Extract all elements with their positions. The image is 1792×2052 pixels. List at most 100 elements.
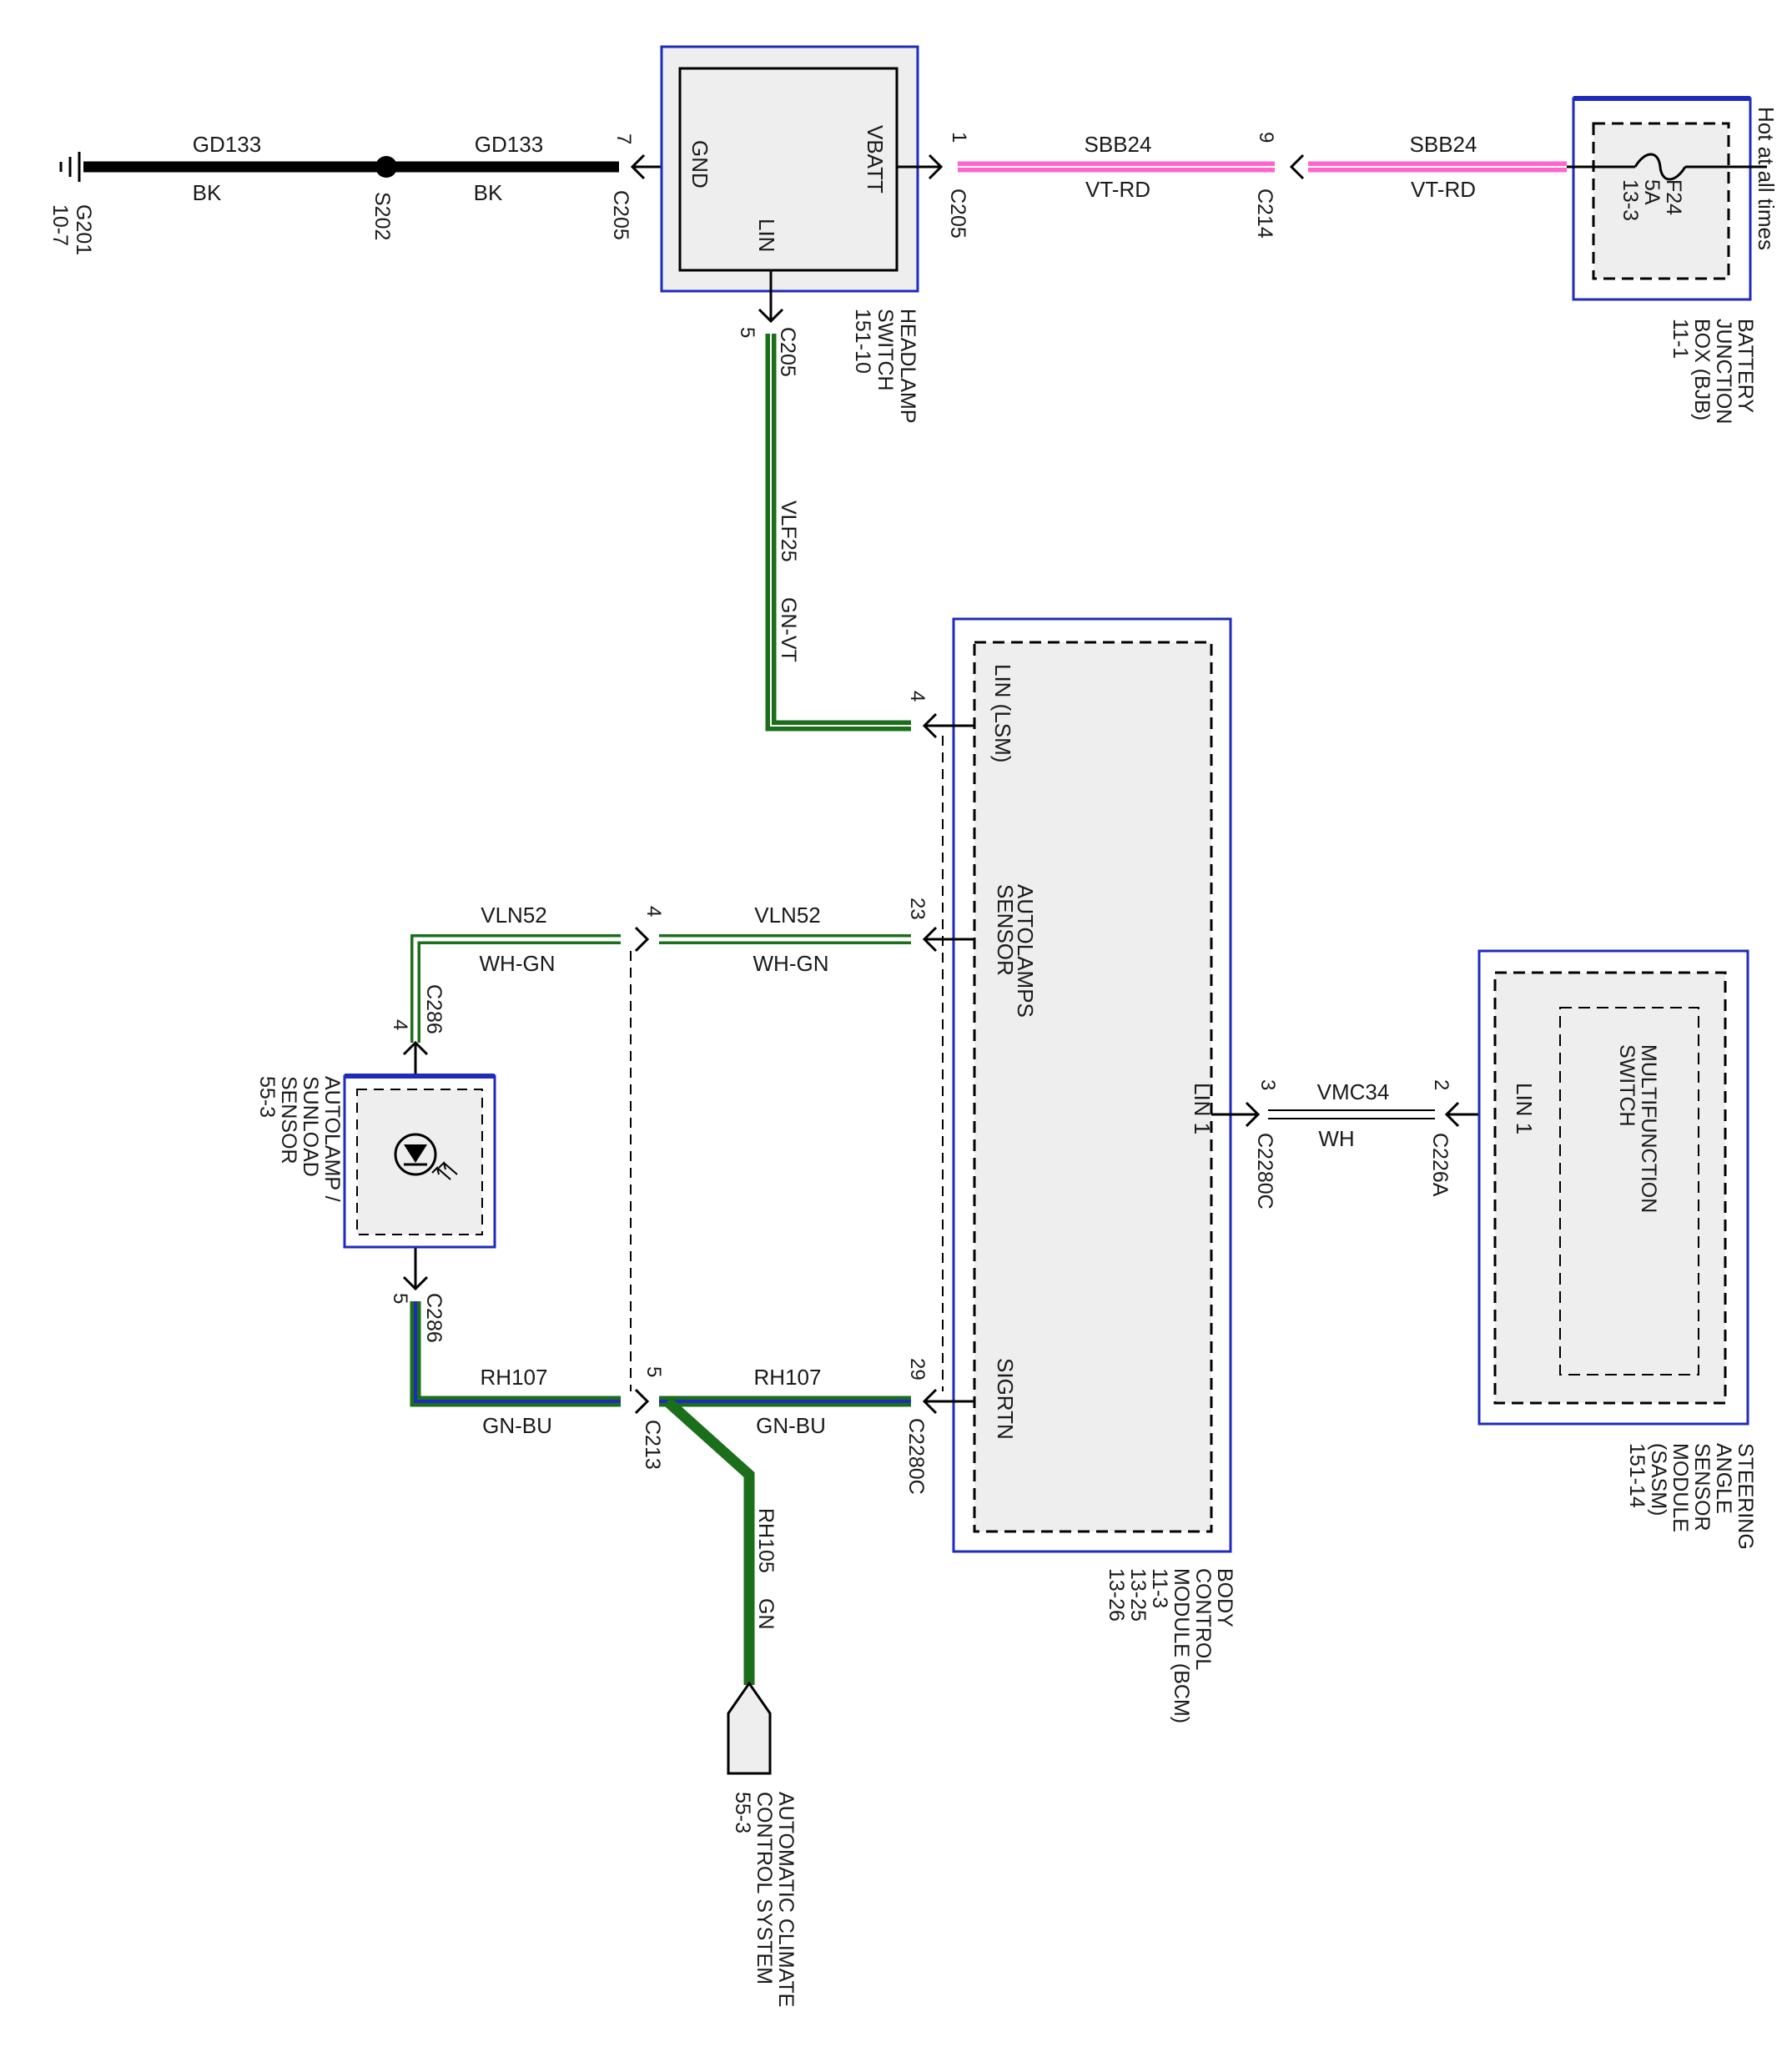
bcm-sigrtn-connector-symbol <box>922 1388 938 1415</box>
wire-rh107-a-color: GN-BU <box>482 1413 552 1438</box>
bcm-pin-autolamps-line2: SENSOR <box>993 884 1018 976</box>
bcm-pin-sigrtn: SIGRTN <box>993 1358 1018 1440</box>
sasm-inner-line1: MULTIFUNCTION <box>1637 1044 1660 1213</box>
c213-rh-pin: 5 <box>642 1366 665 1377</box>
connector-c286-top-symbol <box>402 1040 429 1056</box>
c226a-id: C226A <box>1428 1133 1452 1197</box>
c2280c-lin1-pin: 3 <box>1256 1079 1279 1090</box>
wire-rh105-color: GN <box>754 1598 778 1630</box>
bcm-sigrtn-pin: 29 <box>906 1358 929 1381</box>
fuse-icon <box>1633 153 1687 181</box>
wire-rh107-a-circuit: RH107 <box>481 1365 548 1390</box>
wire-sbb24-a-circuit: SBB24 <box>1085 132 1152 157</box>
autolamp-sunload-sensor <box>343 1074 496 1249</box>
wire-vmc34-color: WH <box>1318 1126 1354 1151</box>
wire-vln52-a-color: WH-GN <box>480 951 556 976</box>
sasm-name-line5: (SASM) <box>1647 1443 1670 1516</box>
c213-vln-pin: 4 <box>642 906 665 917</box>
bcm-pin-autolamps-line1: AUTOLAMPS <box>1013 884 1038 1018</box>
wire-vln52-b-circuit: VLN52 <box>754 903 821 928</box>
wire-vln52-a <box>410 934 621 1043</box>
bcm-ref1: 11-3 <box>1148 1568 1171 1608</box>
bcm-name-line3: MODULE (BCM) <box>1170 1568 1193 1723</box>
bcm-pin-lin1: LIN 1 <box>1190 1083 1215 1134</box>
fuse-ref: 13-3 <box>1618 179 1642 221</box>
wire-rh107-a <box>410 1301 621 1407</box>
connector-c214-symbol <box>1289 153 1305 180</box>
c214-id: C214 <box>1253 189 1276 239</box>
connector-c213-rh-symbol <box>634 1388 650 1415</box>
sensor-ref: 55-3 <box>255 1076 279 1118</box>
bcm-autolamps-pin: 23 <box>906 898 929 920</box>
bcm-autolamps-connector-symbol <box>922 926 938 953</box>
headlamp-ref: 151-10 <box>851 309 874 374</box>
wire-sbb24-b-color: VT-RD <box>1411 177 1476 202</box>
headlamp-pin-lin: LIN <box>754 219 779 252</box>
c205-vbatt-id: C205 <box>946 189 969 239</box>
wire-vln52-a-circuit: VLN52 <box>481 903 547 928</box>
bjb-ref: 11-1 <box>1669 319 1692 359</box>
c286-bottom-id: C286 <box>422 1293 445 1343</box>
c226a-pin: 2 <box>1430 1079 1452 1090</box>
c214-pin: 9 <box>1255 132 1277 143</box>
bcm-lin-lsm-pin: 4 <box>906 691 929 702</box>
wire-rh107-b-color: GN-BU <box>756 1413 826 1438</box>
splice-id: S202 <box>370 192 394 240</box>
bjb-name-line3: BOX (BJB) <box>1690 319 1714 420</box>
automatic-climate-control-connector <box>727 1681 772 1775</box>
fuse-rating: 5A <box>1640 179 1664 205</box>
bjb-name-line1: BATTERY <box>1734 319 1757 413</box>
c286-bottom-pin: 5 <box>389 1293 411 1304</box>
c205-lin-pin: 5 <box>736 327 758 338</box>
sasm-inner-line2: SWITCH <box>1615 1044 1638 1127</box>
bcm-name-line2: CONTROL <box>1191 1568 1215 1670</box>
wire-vmc34-circuit: VMC34 <box>1317 1079 1390 1104</box>
sasm-name-line4: MODULE <box>1669 1443 1692 1532</box>
sasm-name-line3: SENSOR <box>1690 1443 1714 1531</box>
headlamp-pin-vbatt: VBATT <box>863 125 888 194</box>
wire-gd133-b-circuit: GD133 <box>475 132 543 157</box>
wire-vlf25 <box>765 334 911 732</box>
bcm-lin-lsm-connector-symbol <box>922 712 938 739</box>
wire-sbb24-b-circuit: SBB24 <box>1410 132 1477 157</box>
climate-name-line1: AUTOMATIC CLIMATE <box>774 1792 798 2007</box>
bcm-ref2: 13-25 <box>1126 1568 1150 1622</box>
c213-rh-id: C213 <box>641 1420 664 1470</box>
headlamp-pin-gnd: GND <box>687 140 712 189</box>
body-control-module <box>952 617 1232 1553</box>
wire-gd133-b-color: BK <box>474 180 503 205</box>
fuse-id: F24 <box>1662 179 1685 215</box>
wire-rh105-circuit: RH105 <box>754 1508 778 1573</box>
headlamp-switch <box>660 45 919 293</box>
wire-rh107-b-circuit: RH107 <box>754 1365 822 1390</box>
headlamp-name-line2: SWITCH <box>873 309 897 391</box>
c286-top-id: C286 <box>422 984 445 1034</box>
sasm-ref: 151-14 <box>1625 1443 1649 1508</box>
c205-gnd-pin: 7 <box>612 133 635 144</box>
c205-gnd-id: C205 <box>609 190 632 240</box>
c286-top-pin: 4 <box>389 1019 411 1030</box>
climate-ref: 55-3 <box>731 1792 754 1833</box>
wire-rh105 <box>663 1397 755 1685</box>
sensor-name-line2: SUNLOAD <box>299 1076 322 1177</box>
bcm-pin-lin-lsm: LIN (LSM) <box>990 664 1015 762</box>
connector-c213-vln-symbol <box>634 926 650 953</box>
wire-vln52-b-color: WH-GN <box>753 951 829 976</box>
bcm-sigrtn-id: C2280C <box>904 1418 928 1495</box>
c2280c-lin1-id: C2280C <box>1253 1133 1276 1210</box>
c2280c-lin1-connector-symbol <box>1245 1101 1261 1128</box>
sasm-name-line1: STEERING <box>1734 1443 1757 1550</box>
wire-gd133-a-circuit: GD133 <box>193 132 261 157</box>
wire-gd133-a-color: BK <box>193 180 222 205</box>
wire-vmc34 <box>1268 1109 1435 1119</box>
battery-junction-box <box>1572 96 1752 301</box>
steering-angle-sensor-module <box>1477 949 1749 1426</box>
climate-name-line2: CONTROL SYSTEM <box>753 1792 776 1984</box>
dashed-connector-outline <box>630 736 944 1391</box>
c205-vbatt-pin: 1 <box>948 132 970 143</box>
ground-id: G201 <box>72 204 95 255</box>
wire-vlf25-circuit: VLF25 <box>777 500 800 562</box>
sasm-name-line2: ANGLE <box>1712 1443 1735 1514</box>
connector-c286-bottom-symbol <box>402 1275 429 1291</box>
